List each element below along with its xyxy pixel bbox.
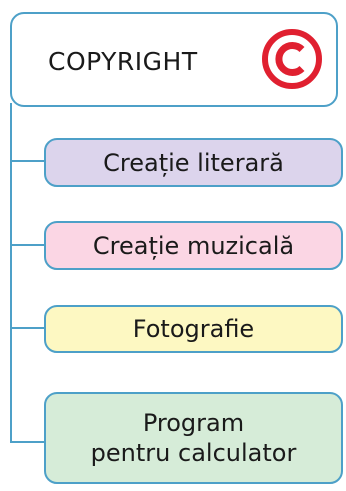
branch-line-3 — [10, 327, 44, 329]
branch-line-4 — [10, 441, 44, 443]
branch-line-2 — [10, 244, 44, 246]
item-fotografie: Fotografie — [44, 305, 343, 353]
tree-trunk-line — [10, 103, 12, 443]
item-creatie-literara: Creație literară — [44, 138, 343, 187]
header-box — [10, 12, 338, 107]
copyright-icon — [262, 29, 322, 89]
header-title: COPYRIGHT — [48, 47, 198, 76]
branch-line-1 — [10, 160, 44, 162]
item-creatie-muzicala: Creație muzicală — [44, 221, 343, 270]
item-program-pentru-calculator: Program pentru calculator — [44, 392, 343, 484]
